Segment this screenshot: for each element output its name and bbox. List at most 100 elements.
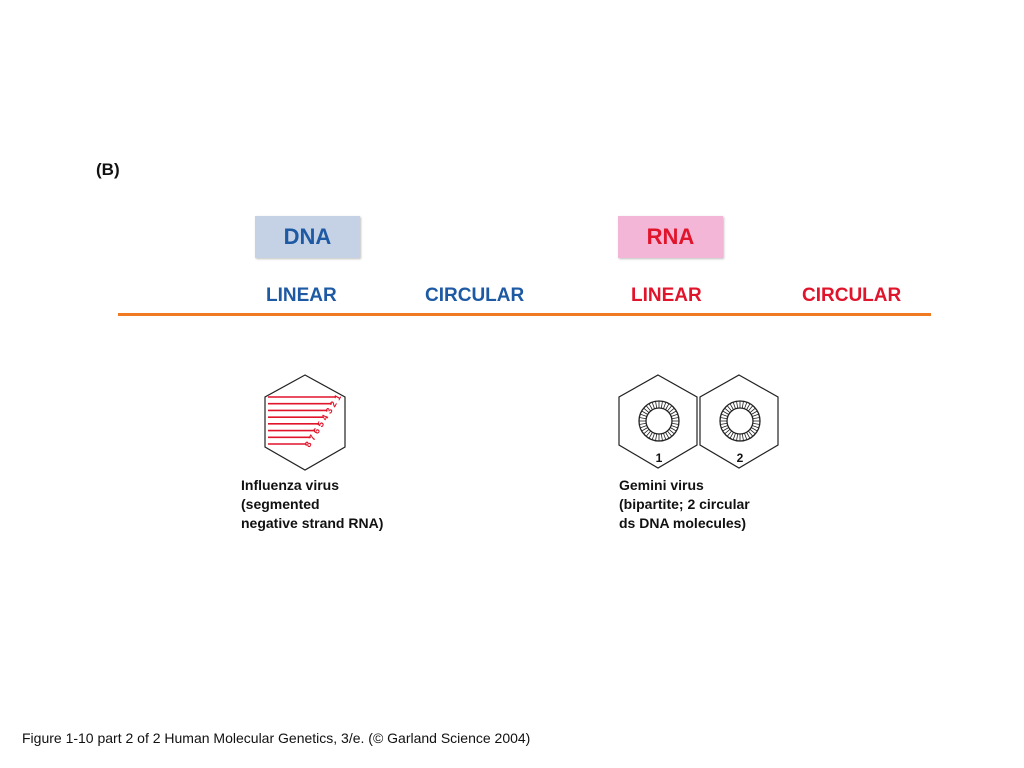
base-pair-tick xyxy=(752,417,760,420)
base-pair-tick xyxy=(732,402,736,409)
base-pair-tick xyxy=(660,401,663,409)
base-pair-tick xyxy=(721,413,728,417)
gemini-caption-line: Gemini virus xyxy=(619,477,704,493)
dna-linear-heading: LINEAR xyxy=(266,285,337,306)
base-pair-tick xyxy=(668,407,675,413)
gemini-circle-label-2: 2 xyxy=(737,451,744,465)
base-pair-tick xyxy=(651,433,655,440)
base-pair-tick xyxy=(671,425,678,429)
figure-footer: Figure 1-10 part 2 of 2 Human Molecular … xyxy=(22,730,531,746)
base-pair-tick xyxy=(749,429,756,435)
base-pair-tick xyxy=(667,430,673,437)
gemini-circle-label-1: 1 xyxy=(656,451,663,465)
base-pair-tick xyxy=(667,405,673,412)
influenza-segment-label: 5 xyxy=(315,420,326,429)
base-pair-tick xyxy=(639,422,647,425)
gemini-dna-circles xyxy=(638,400,761,442)
base-pair-tick xyxy=(640,413,647,417)
influenza-capsid-hexagon xyxy=(264,374,346,471)
influenza-segment-label: 6 xyxy=(311,426,322,435)
influenza-caption: Influenza virus (segmented negative stra… xyxy=(241,476,383,533)
base-pair-tick xyxy=(741,433,744,441)
base-pair-tick xyxy=(651,402,655,409)
base-pair-tick xyxy=(665,403,670,410)
base-pair-tick xyxy=(736,401,739,409)
gemini-caption: Gemini virus (bipartite; 2 circular ds D… xyxy=(619,476,750,533)
base-pair-tick xyxy=(732,433,736,440)
base-pair-tick xyxy=(729,432,734,439)
influenza-segment-label: 3 xyxy=(324,406,335,415)
base-pair-tick xyxy=(640,425,647,429)
influenza-caption-line: (segmented xyxy=(241,496,320,512)
base-pair-tick xyxy=(744,433,748,440)
base-pair-tick xyxy=(721,425,728,429)
base-pair-tick xyxy=(671,422,679,425)
base-pair-tick xyxy=(751,410,758,415)
base-pair-tick xyxy=(752,413,759,417)
base-pair-tick xyxy=(741,401,744,409)
dna-type-label: DNA xyxy=(283,224,332,249)
base-pair-tick xyxy=(720,422,728,425)
base-pair-tick xyxy=(671,417,679,420)
base-pair-tick xyxy=(645,430,651,437)
influenza-segment-label: 2 xyxy=(328,400,339,409)
influenza-segment-label: 8 xyxy=(303,440,314,449)
base-pair-tick xyxy=(668,429,675,435)
base-pair-tick xyxy=(748,405,754,412)
dna-type-box: DNA xyxy=(255,216,360,258)
base-pair-tick xyxy=(724,429,731,435)
base-pair-tick xyxy=(670,427,677,432)
base-pair-tick xyxy=(660,433,663,441)
base-pair-tick xyxy=(726,405,732,412)
base-pair-tick xyxy=(752,425,759,429)
base-pair-tick xyxy=(744,402,748,409)
base-pair-tick xyxy=(641,427,648,432)
gemini-caption-line: ds DNA molecules) xyxy=(619,515,747,531)
base-pair-tick xyxy=(726,430,732,437)
rna-circular-heading: CIRCULAR xyxy=(802,285,902,306)
base-pair-tick xyxy=(749,407,756,413)
base-pair-tick xyxy=(655,433,658,441)
gemini-capsid-right-hexagon xyxy=(699,374,779,469)
rna-type-label: RNA xyxy=(646,224,695,249)
influenza-segment-label: 4 xyxy=(319,413,330,422)
influenza-segment-label: 1 xyxy=(332,393,343,402)
base-pair-tick xyxy=(641,410,648,415)
panel-label: (B) xyxy=(96,160,120,179)
base-pair-tick xyxy=(643,429,650,435)
gemini-virion: 1 2 xyxy=(618,374,779,469)
base-pair-tick xyxy=(671,413,678,417)
rna-linear-heading: LINEAR xyxy=(631,285,702,306)
base-pair-tick xyxy=(748,430,754,437)
base-pair-tick xyxy=(746,403,751,410)
base-pair-tick xyxy=(665,432,670,439)
header-divider xyxy=(118,313,931,316)
influenza-caption-line: Influenza virus xyxy=(241,477,340,493)
base-pair-tick xyxy=(648,432,653,439)
base-pair-tick xyxy=(746,432,751,439)
base-pair-tick xyxy=(645,405,651,412)
base-pair-tick xyxy=(736,433,739,441)
base-pair-tick xyxy=(639,417,647,420)
gemini-dna-circle-1 xyxy=(638,400,680,442)
base-pair-tick xyxy=(663,433,667,440)
influenza-caption-line: negative strand RNA) xyxy=(241,515,384,531)
gemini-dna-circle-2 xyxy=(719,400,761,442)
base-pair-tick xyxy=(655,401,658,409)
base-pair-tick xyxy=(751,427,758,432)
base-pair-tick xyxy=(663,402,667,409)
gemini-caption-line: (bipartite; 2 circular xyxy=(619,496,750,512)
base-pair-tick xyxy=(722,427,729,432)
gemini-capsid-left-hexagon xyxy=(618,374,698,469)
influenza-rna-segments xyxy=(268,396,336,445)
base-pair-tick xyxy=(648,403,653,410)
base-pair-tick xyxy=(670,410,677,415)
base-pair-tick xyxy=(729,403,734,410)
base-pair-tick xyxy=(724,407,731,413)
base-pair-tick xyxy=(720,417,728,420)
base-pair-tick xyxy=(722,410,729,415)
dna-circular-heading: CIRCULAR xyxy=(425,285,525,306)
